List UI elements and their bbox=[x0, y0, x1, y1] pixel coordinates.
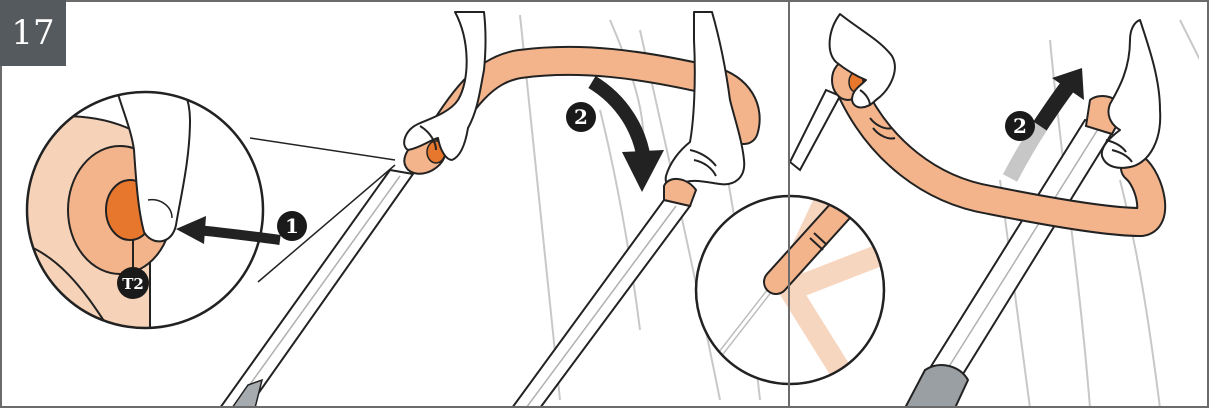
handle-tube-right bbox=[512, 200, 690, 408]
press-marker-label: 1 bbox=[285, 214, 299, 238]
rotate-marker-right-label: 2 bbox=[1013, 114, 1027, 138]
rotate-marker-left: 2 bbox=[566, 102, 596, 132]
operator-hand-right-panel-right bbox=[1102, 20, 1160, 168]
operator-hand-left bbox=[404, 12, 485, 160]
handle-tube-right-panel-left bbox=[790, 90, 840, 170]
press-marker: 1 bbox=[277, 211, 307, 241]
part-label: T2 bbox=[122, 275, 144, 293]
rotate-arrow-down bbox=[592, 82, 664, 192]
rotate-marker-left-label: 2 bbox=[574, 105, 588, 129]
rotate-marker-right: 2 bbox=[1005, 111, 1035, 141]
left-panel: 2 bbox=[10, 12, 760, 408]
grip-sleeve bbox=[664, 179, 696, 206]
step-number-badge: 17 bbox=[0, 0, 66, 66]
